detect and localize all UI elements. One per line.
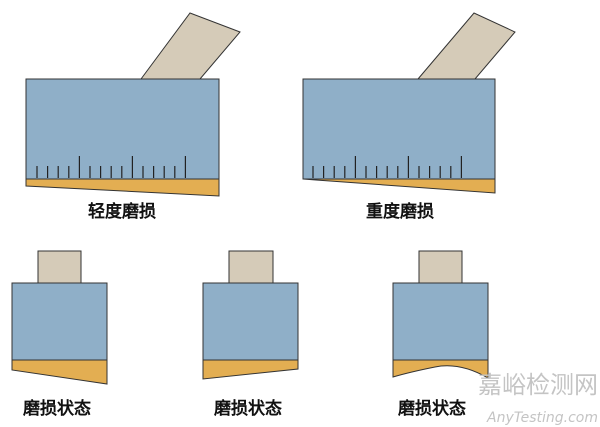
light-wear-panel: 轻度磨损: [25, 12, 241, 222]
wear-state-2: 磨损状态: [202, 250, 299, 419]
heavy-wear-panel: 重度磨损: [302, 12, 516, 222]
tool-body: [25, 78, 220, 180]
state-label: 磨损状态: [23, 398, 91, 419]
state-label: 磨损状态: [398, 398, 466, 419]
scale-ticks: [312, 156, 462, 178]
light-wear-label: 轻度磨损: [88, 201, 156, 222]
tool-body: [11, 282, 108, 361]
wear-layer: [11, 359, 108, 385]
wear-layer: [392, 359, 489, 379]
state-label: 磨损状态: [214, 398, 282, 419]
wear-layer: [25, 178, 220, 197]
tool-shank: [140, 12, 241, 80]
watermark-cn: 嘉峪检测网: [478, 371, 598, 399]
tool-shank: [37, 250, 82, 284]
scale-ticks: [36, 156, 186, 178]
tool-body: [202, 282, 299, 361]
wear-layer: [302, 178, 496, 194]
tool-shank: [416, 12, 516, 80]
tool-body: [302, 78, 496, 180]
wear-layer: [202, 359, 299, 380]
tool-shank: [418, 250, 463, 284]
wear-state-3: 磨损状态: [392, 250, 489, 419]
wear-state-1: 磨损状态: [11, 250, 108, 419]
heavy-wear-label: 重度磨损: [366, 201, 434, 222]
watermark-en: AnyTesting.com: [486, 410, 598, 426]
tool-shank: [228, 250, 274, 284]
tool-body: [392, 282, 489, 361]
